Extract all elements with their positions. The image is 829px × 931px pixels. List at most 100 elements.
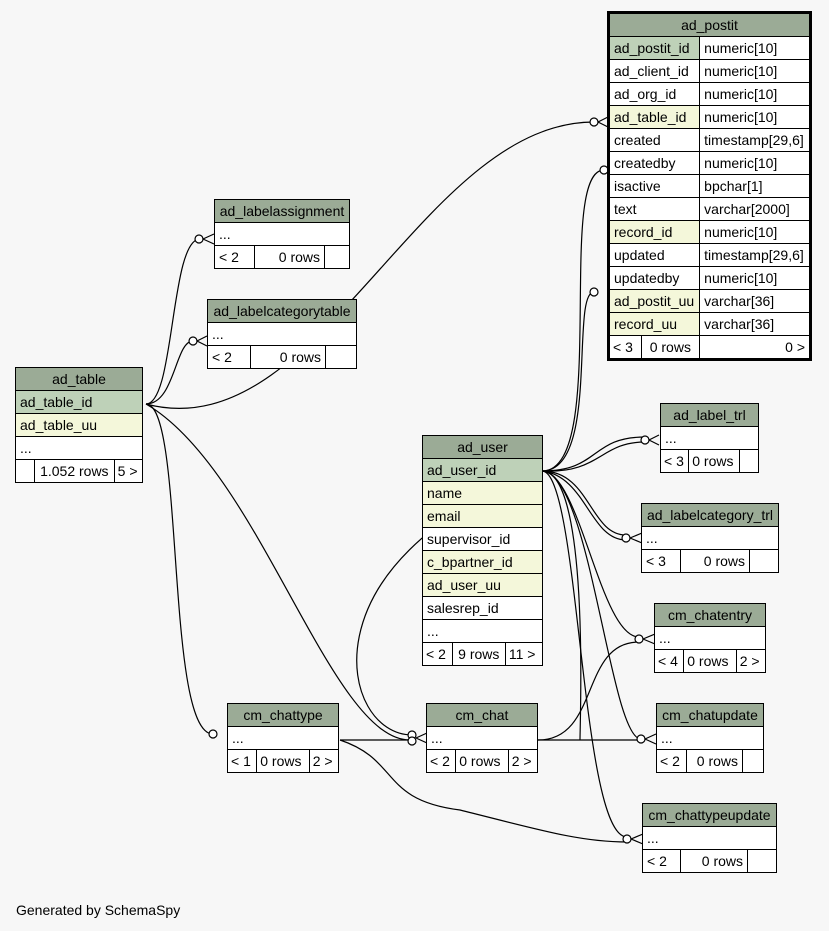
column-row: ad_user_uu [422,573,543,597]
edge-end-ring [622,834,632,844]
parents-link[interactable]: < 4 [653,649,685,673]
table-title[interactable]: ad_label_trl [660,403,759,427]
table-cm_chatentry[interactable]: cm_chatentry ... < 4 0 rows 2 > [653,603,767,673]
parents-link[interactable]: < 3 [608,335,642,360]
edge-end-ring [589,287,599,297]
table-title[interactable]: cm_chattypeupdate [642,803,777,827]
table-ad_label_trl[interactable]: ad_label_trl ... < 3 0 rows [659,403,759,473]
column-row: name [422,481,543,505]
table-ad_labelcategory_trl[interactable]: ad_labelcategory_trl ... < 3 0 rows [640,503,779,573]
table-stats: < 3 0 rows [659,449,759,473]
columns-ellipsis: ... [654,626,766,650]
columns-ellipsis: ... [214,222,350,246]
parents-link[interactable]: < 3 [640,549,682,573]
edge-ad_user-cm_chat [541,470,582,741]
table-ad_user[interactable]: ad_user ad_user_id name email supervisor… [422,435,544,666]
edge-end-ring [634,634,644,644]
parents-link[interactable]: < 2 [425,749,457,773]
table-stats: < 3 0 rows 0 > [608,335,811,360]
edge-cm_chat-cm_chatentry [537,641,640,741]
columns-ellipsis: ... [656,726,764,750]
table-title[interactable]: ad_user [422,435,543,459]
row-count: 0 rows [683,649,737,673]
columns-ellipsis: ... [15,436,143,460]
table-title[interactable]: ad_labelcategory_trl [641,503,779,527]
row-count: 0 rows [455,749,509,773]
table-title[interactable]: cm_chattype [227,703,339,727]
table-cm_chattypeupdate[interactable]: cm_chattypeupdate ... < 2 0 rows [641,803,777,873]
parents-link[interactable]: < 2 [206,345,252,369]
table-title[interactable]: cm_chat [426,703,538,727]
parents-link[interactable]: < 2 [656,749,687,773]
edge-ad_table-cm_chat [145,403,411,741]
children-link[interactable]: 2 > [308,749,340,773]
columns-ellipsis: ... [207,322,357,346]
edge-end-ring [188,336,198,346]
crowfoot [196,335,208,347]
edge-end-ring [194,234,204,244]
edge-ad_user-cm_chattypeupdate [541,470,628,838]
columns-ellipsis: ... [422,619,543,643]
parents-link[interactable]: < 2 [213,245,256,269]
columns-ellipsis: ... [660,426,759,450]
row-count: 1.052 rows [34,459,115,483]
columns-ellipsis: ... [642,826,777,850]
children-link[interactable]: 2 > [735,649,767,673]
table-stats: < 3 0 rows [640,549,779,573]
column-row: ad_table_id [15,390,143,414]
table-ad_table[interactable]: ad_table ad_table_id ad_table_uu ... 1.0… [15,367,144,483]
table-title[interactable]: ad_labelassignment [214,199,350,223]
table-title[interactable]: cm_chatentry [654,603,766,627]
edge-ad_user-cm_chatupdate [541,470,642,740]
children-link[interactable]: 5 > [113,459,144,483]
table-title[interactable]: ad_table [15,367,143,391]
edge-ad_user-cm_chatentry [541,470,640,638]
crowfoot [202,233,215,245]
row-count: 9 rows [451,642,506,666]
table-cm_chatupdate[interactable]: cm_chatupdate ... < 2 0 rows [656,703,764,773]
table-title[interactable]: ad_postit [608,12,811,37]
table-stats: < 2 0 rows [206,345,357,369]
edge-ad_table-cm_chattype [145,403,214,735]
row-count: 0 rows [688,449,740,473]
parents-link[interactable]: < 2 [641,849,682,873]
row-count: 0 rows [680,549,750,573]
table-ad_labelcategorytable[interactable]: ad_labelcategorytable ... < 2 0 rows [206,299,357,369]
generated-by-label: Generated by SchemaSpy [16,902,181,918]
table-title[interactable]: ad_labelcategorytable [207,299,357,323]
column-row: salesrep_id [422,596,543,620]
column-row: ad_table_uu [15,413,143,437]
row-count: 0 rows [680,849,748,873]
parents-link[interactable]: < 2 [422,642,453,666]
children-link[interactable]: 0 > [699,335,811,360]
table-stats: < 2 0 rows [656,749,764,773]
children-link[interactable]: 11 > [504,642,544,666]
table-cm_chattype[interactable]: cm_chattype ... < 1 0 rows 2 > [226,703,340,773]
crowfoot [642,633,656,645]
parents-link[interactable]: < 3 [659,449,690,473]
table-title[interactable]: cm_chatupdate [656,703,764,727]
crowfoot [648,434,660,446]
edge-end-ring [640,435,650,445]
crowfoot [415,732,428,744]
parents-link[interactable]: < 1 [226,749,258,773]
edge-end-ring [589,117,599,127]
table-ad_labelassignment[interactable]: ad_labelassignment ... < 2 0 rows [213,199,350,269]
column-row: c_bpartner_id [422,550,543,574]
row-count: 0 rows [640,335,701,360]
column-row: email [422,504,543,528]
children-link[interactable]: 2 > [507,749,539,773]
crowfoot [644,733,657,745]
crowfoot [597,116,609,128]
table-cm_chat[interactable]: cm_chat ... < 2 0 rows 2 > [425,703,539,773]
